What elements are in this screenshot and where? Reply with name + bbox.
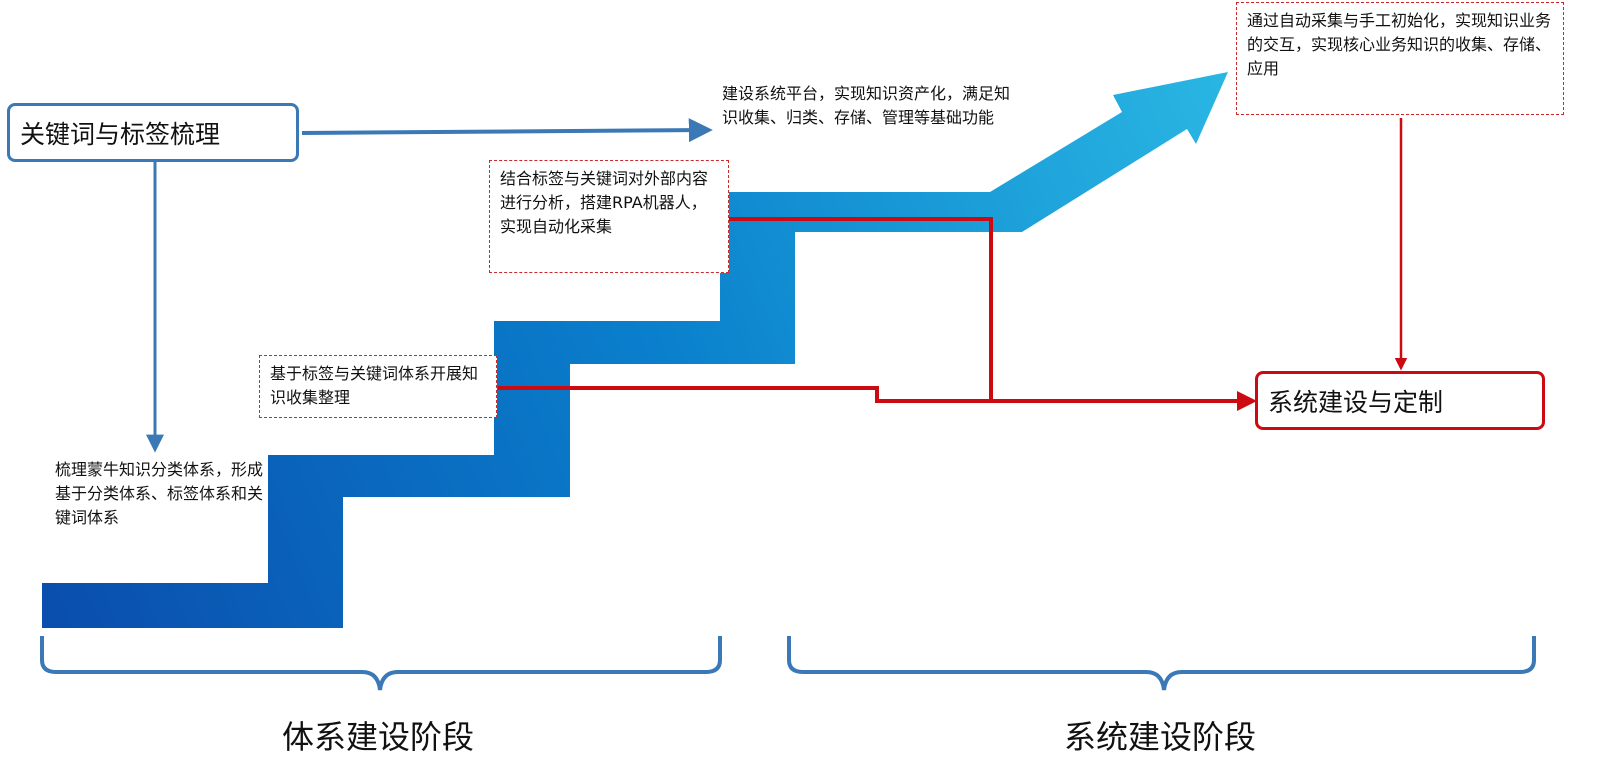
keywords-tags-box: 关键词与标签梳理 xyxy=(7,103,299,162)
system-custom-box: 系统建设与定制 xyxy=(1255,371,1545,430)
phase1-label: 体系建设阶段 xyxy=(281,718,474,756)
phase2-label: 系统建设阶段 xyxy=(1063,718,1256,756)
keywords-tags-label: 关键词与标签梳理 xyxy=(20,119,221,149)
rpa-collect-text: 结合标签与关键词对外部内容进行分析，搭建RPA机器人，实现自动化采集 xyxy=(500,169,709,236)
label-collect-text: 基于标签与关键词体系开展知识收集整理 xyxy=(270,364,479,407)
red-line-from-rpa xyxy=(729,217,993,401)
system-custom-label: 系统建设与定制 xyxy=(1268,387,1444,417)
label-collect-box: 基于标签与关键词体系开展知识收集整理 xyxy=(259,355,497,418)
taxonomy-note: 梳理蒙牛知识分类体系，形成基于分类体系、标签体系和关键词体系 xyxy=(55,460,264,527)
staircase-arrow xyxy=(42,72,1228,628)
auto-manual-text: 通过自动采集与手工初始化，实现知识业务的交互，实现核心业务知识的收集、存储、应用 xyxy=(1247,11,1552,78)
red-line-from-label-collect xyxy=(498,386,1257,411)
platform-note: 建设系统平台，实现知识资产化，满足知识收集、归类、存储、管理等基础功能 xyxy=(722,84,1011,127)
rpa-collect-box: 结合标签与关键词对外部内容进行分析，搭建RPA机器人，实现自动化采集 xyxy=(489,160,729,273)
arrow-to-platform xyxy=(301,118,713,143)
phase1-brace xyxy=(40,636,722,691)
phase2-brace xyxy=(787,636,1536,691)
auto-manual-box: 通过自动采集与手工初始化，实现知识业务的交互，实现核心业务知识的收集、存储、应用 xyxy=(1236,2,1564,115)
